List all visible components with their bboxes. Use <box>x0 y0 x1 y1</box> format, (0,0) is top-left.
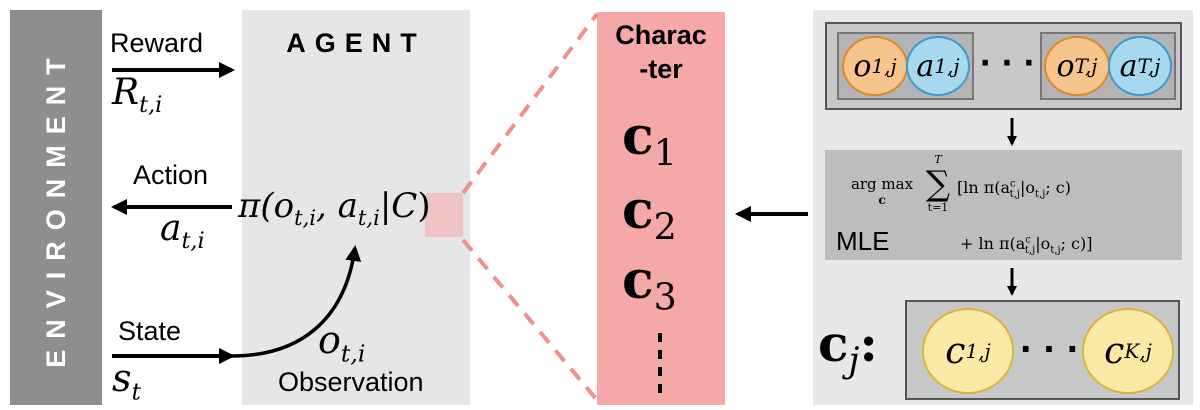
state-label: State <box>118 316 182 346</box>
character-title-line2: -ter <box>639 54 683 84</box>
policy-given: | <box>379 186 392 226</box>
mle-term2-rest: |o <box>1035 234 1051 253</box>
mle-box <box>825 150 1182 260</box>
traj-a1-sub: 1,j <box>934 54 960 78</box>
zoom-line-top <box>461 12 599 195</box>
cj-first-symbol: c <box>945 330 966 372</box>
character-item-2-sub: 2 <box>653 205 677 249</box>
reward-symbol-sub: t,i <box>139 92 163 119</box>
character-title-line1: Charac <box>615 20 707 50</box>
observation-symbol-sub: t,i <box>340 339 366 368</box>
character-item-3: c3 <box>622 250 677 318</box>
traj-a1-symbol: a <box>916 48 935 84</box>
policy-character: C <box>391 186 418 226</box>
cj-symbol: c <box>818 314 849 373</box>
policy-open: π(o <box>238 186 295 226</box>
reward-label: Reward <box>110 28 204 58</box>
mle-term2-rest-sub: t,j <box>1050 245 1061 257</box>
state-symbol-main: s <box>112 356 132 400</box>
traj-o1-sub: 1,j <box>871 54 897 78</box>
character-item-1-sub: 1 <box>653 131 677 175</box>
reward-symbol-main: R <box>112 72 140 113</box>
traj-aT-sub: T,j <box>1137 54 1161 78</box>
state-symbol-sub: t <box>131 377 141 406</box>
reward-symbol: Rt,i <box>112 72 162 118</box>
mle-term2-end: ; c)] <box>1060 234 1093 253</box>
traj-aT-symbol: a <box>1119 48 1138 84</box>
observation-symbol-main: o <box>318 318 341 362</box>
action-symbol-main: a <box>160 208 182 249</box>
mle-term1-sub: t,j <box>1009 189 1020 201</box>
action-symbol: at,i <box>160 208 205 254</box>
action-label: Action <box>133 160 209 190</box>
policy-sub-1: t,i <box>294 204 317 230</box>
character-item-3-symbol: c <box>622 250 654 311</box>
environment-panel <box>10 10 102 405</box>
mle-term1-rest-sub: t,j <box>1035 189 1046 201</box>
mle-argmax-text: arg max <box>850 175 914 193</box>
mle-argmax: arg max c <box>847 176 917 208</box>
mle-sum-sign: ∑ <box>925 164 951 204</box>
cj-sub: j <box>848 341 860 381</box>
mle-sum: T ∑ t=1 <box>920 154 956 214</box>
mle-term2-sub: t,j <box>1024 245 1036 257</box>
mle-sum-bottom: t=1 <box>927 201 949 214</box>
observation-label: Observation <box>278 367 424 397</box>
mle-term2-open: + ln π(a <box>960 234 1026 253</box>
character-vector-dots: · · · <box>1019 330 1079 368</box>
mle-argmax-sub: c <box>878 193 886 207</box>
mle-term1-rest: |o <box>1019 178 1035 197</box>
observation-arrow <box>231 245 362 358</box>
mle-sum-top: T <box>934 153 942 166</box>
trajectory-dots: · · · <box>979 46 1035 81</box>
character-item-2: c2 <box>622 180 677 248</box>
state-symbol: st <box>112 356 141 406</box>
traj-oT-symbol: o <box>1056 48 1075 84</box>
policy-sub-2: t,i <box>357 204 380 230</box>
action-symbol-sub: t,i <box>181 228 205 255</box>
mle-term-2: + ln π(act,j|ot,j; c)] <box>960 234 1092 256</box>
traj-oT-sub: T,j <box>1074 54 1098 78</box>
character-highlight <box>425 193 463 237</box>
policy-expression: π(ot,i, at,i|C) <box>238 186 431 230</box>
cj-colon: : <box>859 314 878 373</box>
character-vector-symbol: cj: <box>818 314 878 381</box>
character-item-3-sub: 3 <box>653 275 677 319</box>
policy-mid: , a <box>316 186 358 226</box>
traj-o1-symbol: o <box>853 48 872 84</box>
mle-term2-sup: c <box>1025 234 1031 246</box>
character-item-1: c1 <box>622 106 677 174</box>
agent-title: AGENT <box>286 28 426 58</box>
cj-last-sub: K,j <box>1124 339 1152 363</box>
mle-label: MLE <box>836 226 890 256</box>
mle-term-1: [ln π(act,j|ot,j; c) <box>957 178 1071 200</box>
cj-last-symbol: c <box>1104 330 1125 372</box>
mle-term1-end: ; c) <box>1045 178 1071 197</box>
zoom-line-bottom <box>461 238 599 402</box>
character-item-2-symbol: c <box>622 180 654 241</box>
policy-close: ) <box>417 186 431 226</box>
mle-term1-open: [ln π(a <box>957 178 1011 197</box>
character-title: Charac -ter <box>597 18 725 86</box>
cj-first-sub: 1,j <box>965 339 991 363</box>
character-item-1-symbol: c <box>622 106 654 167</box>
observation-symbol: ot,i <box>318 318 365 368</box>
mle-term1-sup: c <box>1010 178 1016 190</box>
